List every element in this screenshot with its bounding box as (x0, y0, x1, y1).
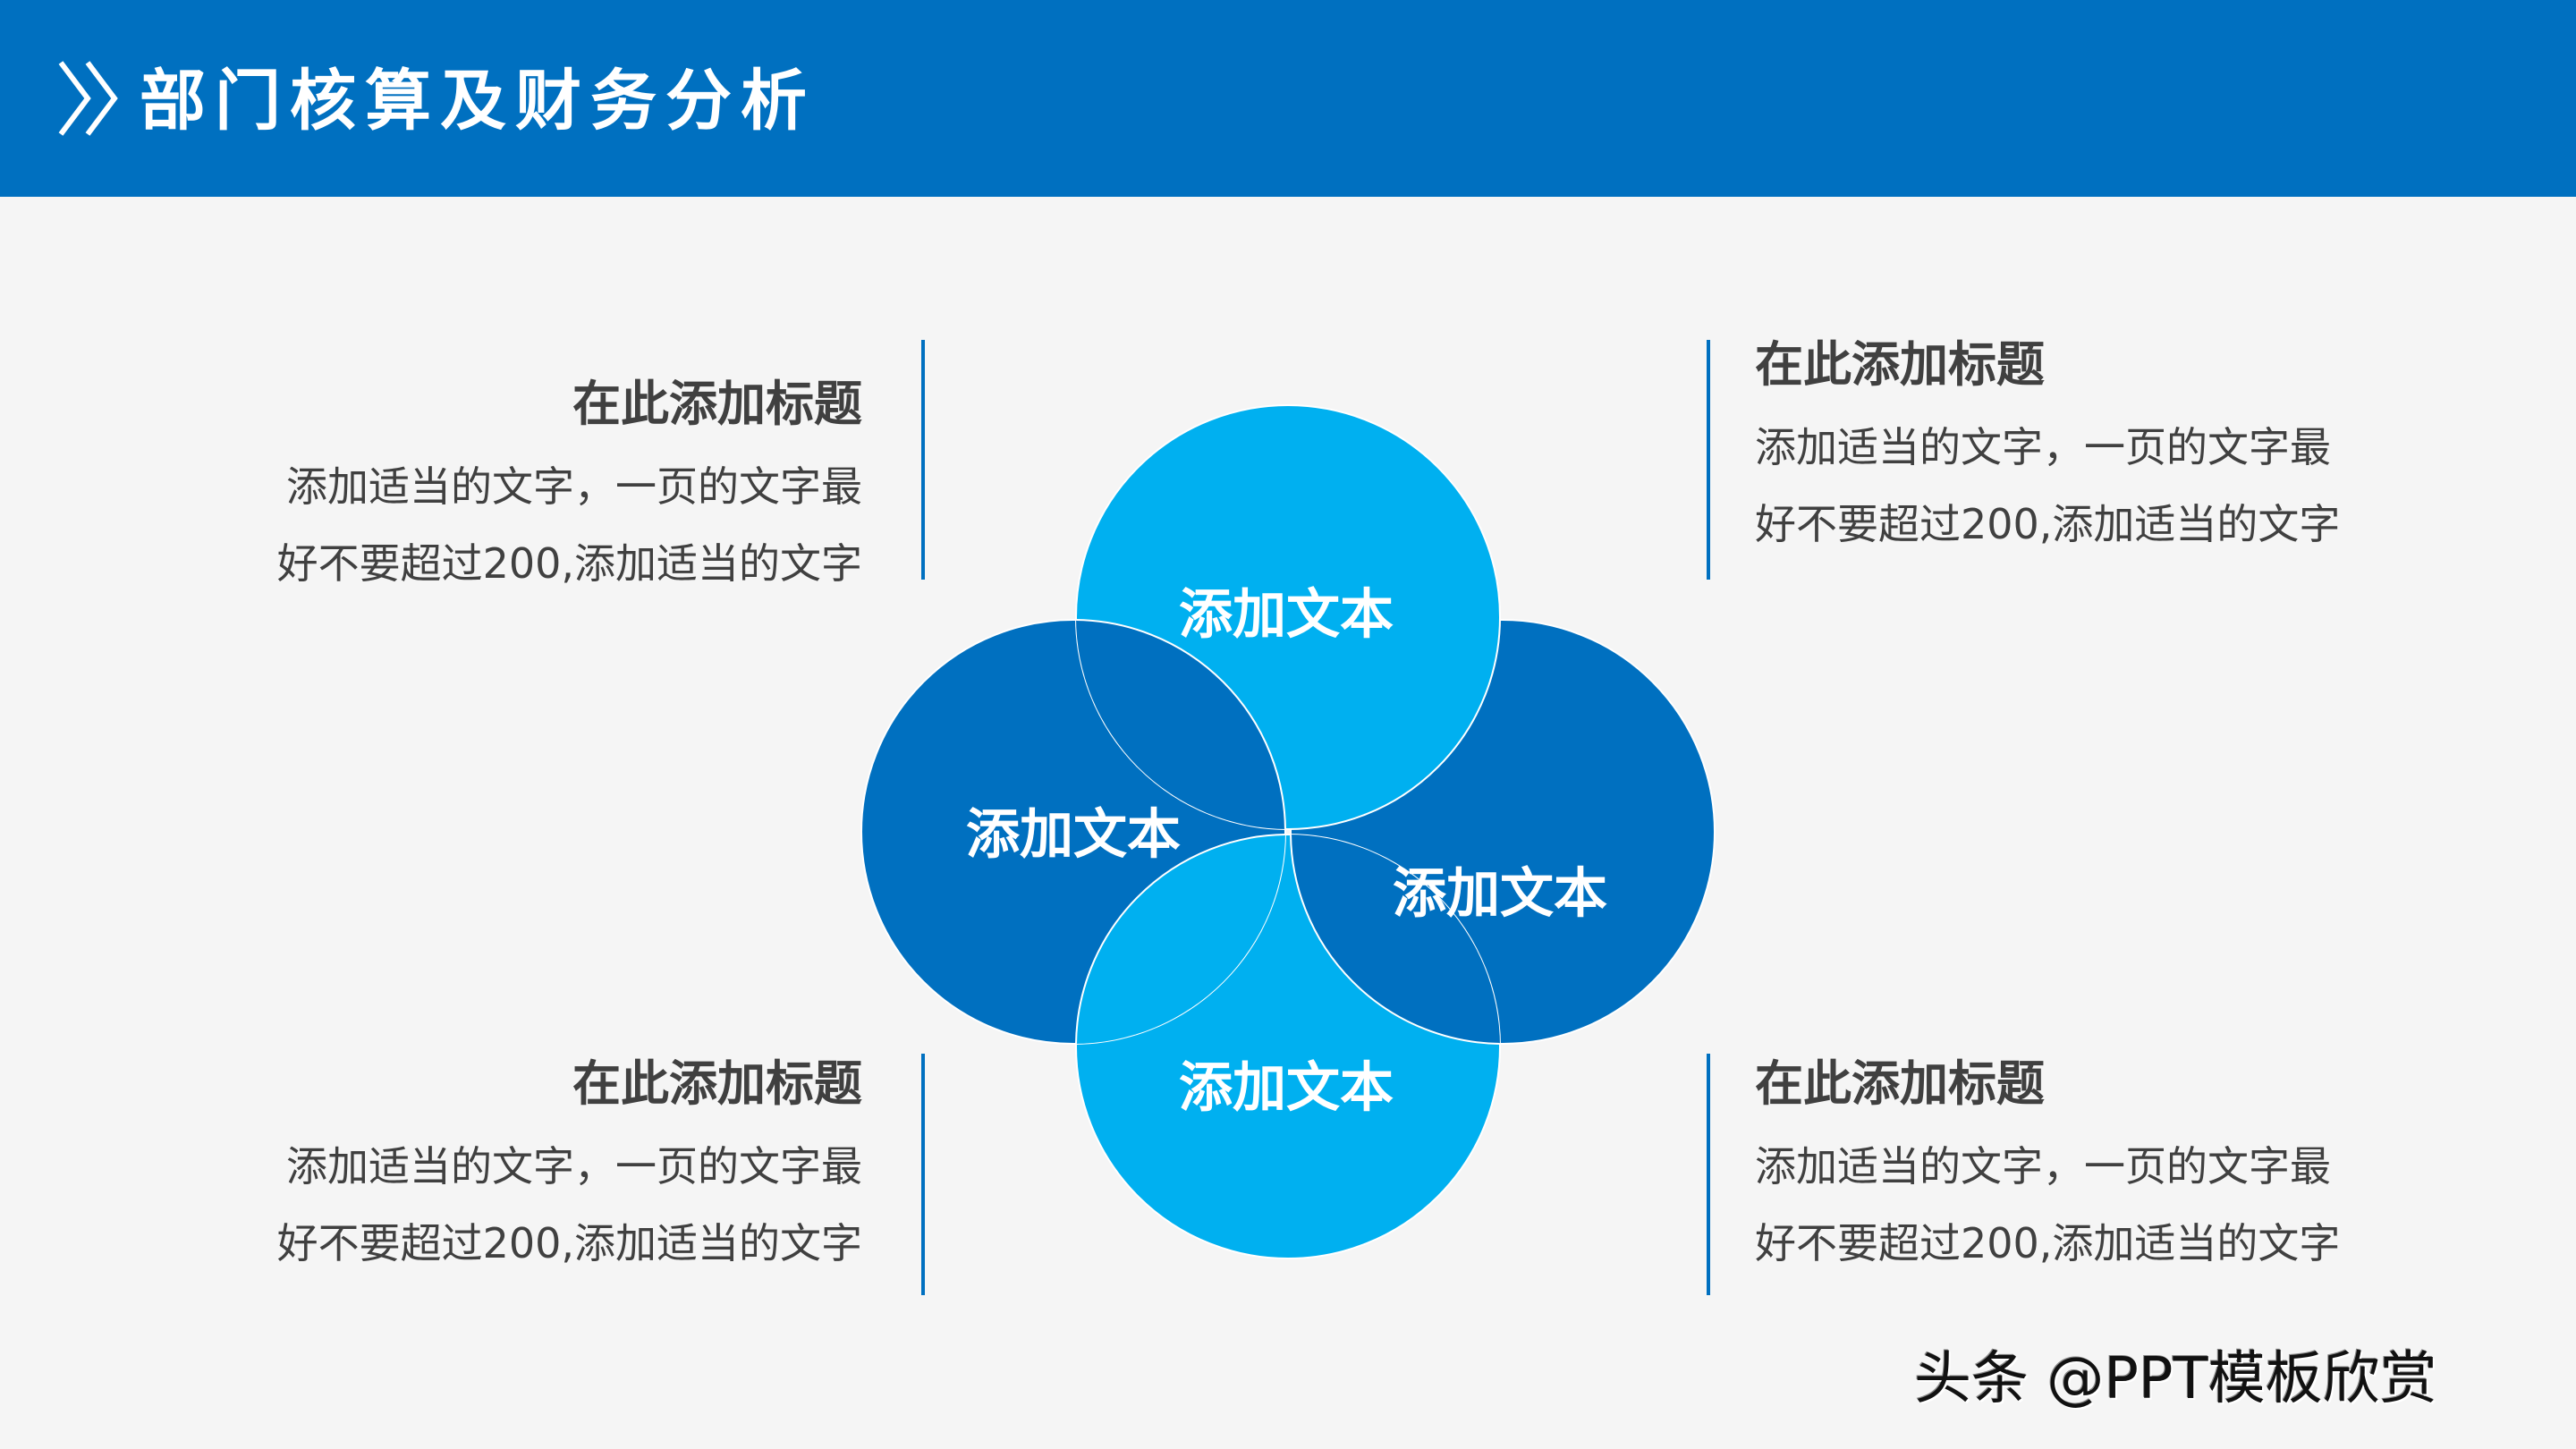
divider-top-right (1707, 340, 1710, 580)
circle-label-top: 添加文本 (1179, 583, 1394, 647)
double-chevron-right-icon (58, 61, 118, 136)
block-body: 添加适当的文字，一页的文字最 好不要超过200,添加适当的文字 (1755, 423, 2341, 548)
block-body: 添加适当的文字，一页的文字最 好不要超过200,添加适当的文字 (276, 462, 862, 588)
circle-label-right: 添加文本 (1393, 862, 1607, 926)
divider-bottom-right (1707, 1054, 1710, 1295)
text-block-bottom-left: 在此添加标题 添加适当的文字，一页的文字最 好不要超过200,添加适当的文字 (236, 1053, 862, 1282)
text-block-bottom-right: 在此添加标题 添加适当的文字，一页的文字最 好不要超过200,添加适当的文字 (1755, 1053, 2381, 1282)
page-title: 部门核算及财务分析 (140, 63, 816, 140)
watermark: 头条 @PPT模板欣赏 (1914, 1346, 2437, 1412)
circle-label-left: 添加文本 (966, 803, 1181, 867)
text-block-top-right: 在此添加标题 添加适当的文字，一页的文字最 好不要超过200,添加适当的文字 (1755, 334, 2381, 563)
block-title: 在此添加标题 (572, 1055, 862, 1112)
header-bar: 部门核算及财务分析 (0, 0, 2576, 197)
block-title: 在此添加标题 (1755, 336, 2045, 393)
block-title: 在此添加标题 (572, 376, 862, 432)
circle-label-bottom: 添加文本 (1179, 1056, 1394, 1120)
block-body: 添加适当的文字，一页的文字最 好不要超过200,添加适当的文字 (276, 1142, 862, 1267)
block-title: 在此添加标题 (1755, 1055, 2045, 1112)
divider-top-left (921, 340, 925, 580)
text-block-top-left: 在此添加标题 添加适当的文字，一页的文字最 好不要超过200,添加适当的文字 (236, 373, 862, 602)
divider-bottom-left (921, 1054, 925, 1295)
block-body: 添加适当的文字，一页的文字最 好不要超过200,添加适当的文字 (1755, 1142, 2341, 1267)
